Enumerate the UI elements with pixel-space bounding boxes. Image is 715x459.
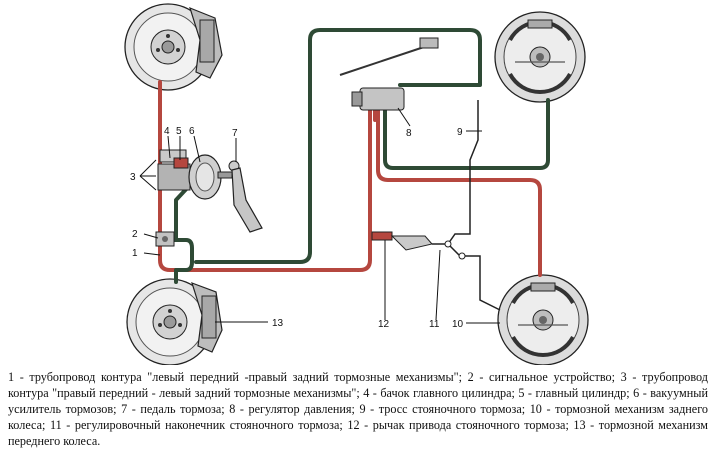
callout-5: 5 xyxy=(176,126,182,137)
rear-drum-brake-bottom xyxy=(497,274,589,365)
pressure-regulator xyxy=(339,37,439,111)
brake-system-diagram: 4 5 6 7 3 2 1 8 9 10 11 12 13 xyxy=(124,3,589,365)
callout-9: 9 xyxy=(457,127,463,138)
callout-1: 1 xyxy=(132,248,138,259)
front-left-disc-brake xyxy=(124,3,223,91)
rear-drum-brake-top xyxy=(494,11,586,103)
callout-10: 10 xyxy=(452,319,464,330)
callout-13: 13 xyxy=(272,318,284,329)
signal-device xyxy=(155,231,175,247)
callout-2: 2 xyxy=(132,229,138,240)
callout-4: 4 xyxy=(164,126,170,137)
figure-caption: 1 - трубопровод контура "левый передний … xyxy=(8,370,708,448)
leader-lines xyxy=(139,107,500,324)
callout-7: 7 xyxy=(232,128,238,139)
callout-8: 8 xyxy=(406,128,412,139)
callout-12: 12 xyxy=(378,319,390,330)
callout-6: 6 xyxy=(189,126,195,137)
front-right-disc-brake xyxy=(126,278,223,365)
parking-brake-lever xyxy=(371,231,433,251)
brake-pedal xyxy=(228,160,263,233)
callout-11: 11 xyxy=(429,319,440,330)
pipeline-circuit-green xyxy=(164,28,550,284)
master-cylinder-assembly xyxy=(157,149,233,200)
parking-brake-adjuster-tip xyxy=(444,240,466,260)
callout-3: 3 xyxy=(130,172,136,183)
